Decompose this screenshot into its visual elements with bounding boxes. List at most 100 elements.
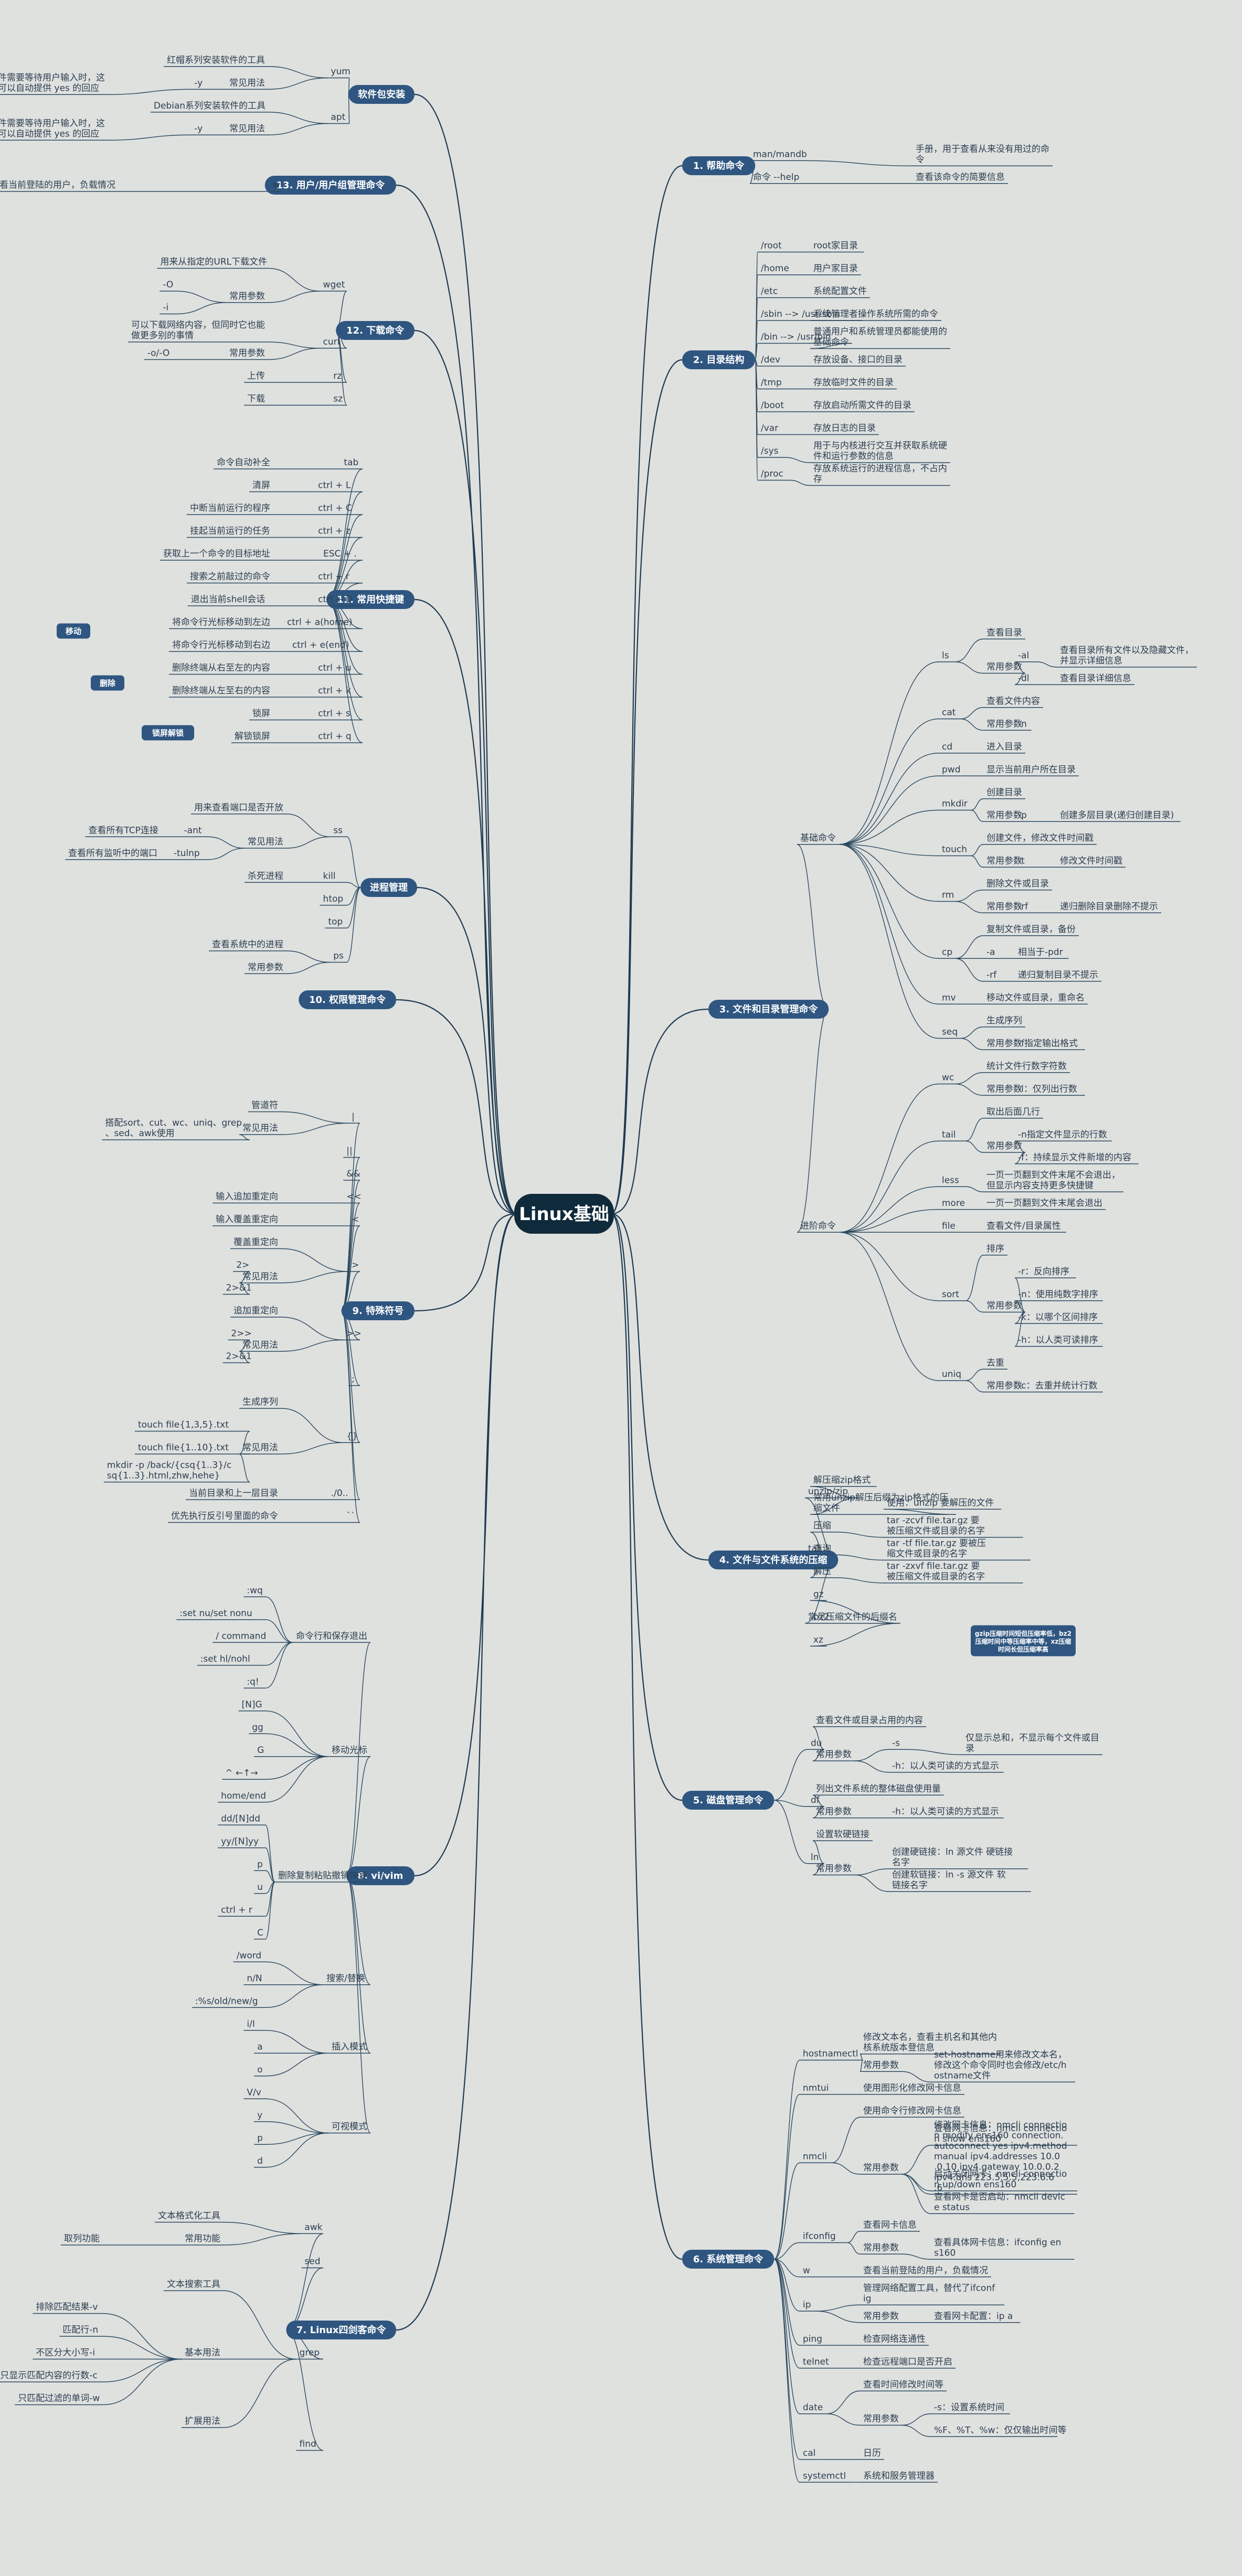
leaf-node: 当前目录和上一层目录 bbox=[186, 1488, 281, 1500]
leaf-node: n/N bbox=[243, 1973, 266, 1985]
node-label: 文本搜索工具 bbox=[167, 2279, 220, 2290]
leaf-node: 中断当前运行的程序 bbox=[187, 503, 273, 515]
node-label: 不区分大小写-i bbox=[36, 2348, 95, 2358]
leaf-node: seq bbox=[939, 1027, 961, 1039]
topic-node[interactable]: 9. 特殊符号 bbox=[341, 1301, 415, 1320]
leaf-node: 取出后面几行 bbox=[983, 1107, 1043, 1119]
branch-node: du bbox=[808, 1738, 824, 1750]
node-label: 扩展用法 bbox=[185, 2416, 220, 2427]
topic-node[interactable]: 5. 磁盘管理命令 bbox=[682, 1791, 774, 1810]
node-label: 搭配sort、cut、wc、uniq、grep bbox=[105, 1118, 242, 1128]
topic-node[interactable]: 12. 下载命令 bbox=[336, 321, 415, 340]
node-label: man/mandb bbox=[753, 149, 807, 159]
node-label: 录 bbox=[965, 1743, 974, 1754]
leaf-node: 只匹配过滤的单词-w bbox=[15, 2393, 103, 2406]
node-label: cal bbox=[803, 2448, 816, 2459]
connector bbox=[207, 848, 245, 860]
node-label: top bbox=[328, 916, 343, 927]
node-label: 可视模式 bbox=[332, 2122, 367, 2132]
branch-node: find bbox=[296, 2439, 323, 2451]
node-label: /etc bbox=[761, 286, 778, 297]
leaf-node: 锁屏 bbox=[249, 709, 273, 721]
topic-node[interactable]: 1. 帮助命令 bbox=[682, 156, 756, 175]
root-connector bbox=[396, 184, 517, 1215]
node-label: mkdir -p /back/{csq{1..3}/c bbox=[107, 1460, 231, 1471]
leaf-node: 常用功能 bbox=[182, 2233, 224, 2246]
leaf-node: /word bbox=[233, 1950, 266, 1962]
node-label: ctrl + e(end) bbox=[292, 640, 349, 650]
node-label: 将命令行光标移动到左边 bbox=[172, 617, 270, 628]
topic-node[interactable]: 进程管理 bbox=[360, 878, 417, 897]
connector bbox=[265, 1756, 329, 1780]
connector bbox=[832, 2117, 861, 2163]
topic-label: 7. Linux四剑客命令 bbox=[296, 2324, 387, 2336]
leaf-node: [N]G bbox=[238, 1699, 266, 1712]
node-label: tar -zcvf file.tar.gz 要 bbox=[887, 1515, 980, 1526]
root-node[interactable]: Linux基础 bbox=[514, 1194, 614, 1234]
node-label: ctrl + u bbox=[318, 663, 352, 674]
connector bbox=[346, 836, 361, 888]
topic-label: 软件包安装 bbox=[358, 89, 405, 100]
topic-node[interactable]: 3. 文件和目录管理命令 bbox=[708, 1000, 829, 1019]
connector bbox=[268, 268, 320, 292]
topic-node[interactable]: 13. 用户/用户组管理命令 bbox=[264, 176, 396, 195]
leaf-node: 常用参数 bbox=[813, 1749, 855, 1761]
leaf-node: 解压 bbox=[810, 1566, 834, 1578]
node-label: 检查远程端口是否开启 bbox=[863, 2357, 952, 2367]
branch-node: ctrl + q bbox=[315, 731, 363, 743]
node-label: 列出文件系统的整体磁盘使用量 bbox=[816, 1783, 941, 1794]
branch-node: w bbox=[270, 180, 281, 192]
leaf-node: -h：以人类可读的方式显示 bbox=[889, 1761, 1004, 1773]
topic-node[interactable]: 8. vi/vim bbox=[346, 1866, 415, 1885]
leaf-node: yy/[N]yy bbox=[218, 1836, 266, 1848]
leaf-node: 2> bbox=[233, 1260, 250, 1272]
node-label: 创建多层目录(递归创建目录) bbox=[1060, 810, 1174, 820]
topic-node[interactable]: 10. 权限管理命令 bbox=[299, 990, 396, 1009]
leaf-node: 启动关闭网卡：nmcli connection up/down ens160 bbox=[931, 2169, 1077, 2192]
connector bbox=[102, 2358, 182, 2382]
connector bbox=[265, 1642, 293, 1666]
connector bbox=[176, 291, 227, 303]
topic-node[interactable]: 4. 文件与文件系统的压缩 bbox=[708, 1551, 838, 1569]
leaf-node: ^ ←↑→ bbox=[222, 1768, 266, 1780]
branch-node: && bbox=[343, 1169, 360, 1181]
node-label: 管道符 bbox=[251, 1100, 278, 1111]
connector bbox=[774, 2259, 800, 2346]
node-label: 修改网卡信息：nmcli connectio bbox=[934, 2120, 1067, 2130]
root-connector bbox=[414, 1213, 517, 1312]
node-label: 排除匹配结果-v bbox=[36, 2302, 98, 2313]
connector bbox=[955, 890, 984, 902]
connector bbox=[810, 1486, 858, 1499]
node-label: -f：持续显示文件新增的内容 bbox=[1018, 1152, 1131, 1163]
leaf-node: 只显示匹配内容的行数-c bbox=[0, 2370, 103, 2382]
topic-node[interactable]: 软件包安装 bbox=[348, 85, 415, 104]
topic-node[interactable]: 6. 系统管理命令 bbox=[682, 2250, 774, 2269]
node-label: apt bbox=[331, 112, 345, 123]
leaf-node: 常见用法 bbox=[239, 1123, 281, 1135]
leaf-node: 2>&1 bbox=[222, 1283, 252, 1295]
leaf-node: 不区分大小写-i bbox=[33, 2348, 103, 2360]
topic-node[interactable]: 2. 目录结构 bbox=[682, 350, 756, 369]
node-label: w bbox=[803, 2265, 810, 2276]
leaf-node: 查看时间修改时间等 bbox=[860, 2379, 947, 2391]
node-label: a bbox=[257, 2041, 262, 2052]
connector bbox=[784, 457, 811, 463]
node-label: nmcli bbox=[803, 2151, 827, 2162]
node-label: 搜索之前敲过的命令 bbox=[190, 572, 270, 582]
topic-node[interactable]: 7. Linux四剑客命令 bbox=[286, 2321, 396, 2339]
node-label: 但显示内容支持更多快捷键 bbox=[986, 1180, 1094, 1191]
leaf-node: 递归删除目录删除不提示 bbox=[1057, 901, 1161, 913]
node-label: nmtui bbox=[803, 2083, 829, 2093]
leaf-node: 递归复制目录不提示 bbox=[1015, 970, 1101, 982]
connector bbox=[774, 1800, 808, 1807]
leaf-node: 常用参数 bbox=[983, 1301, 1025, 1313]
connector bbox=[774, 2259, 800, 2312]
node-label: 查看网卡是否启动：nmcli devic bbox=[934, 2192, 1065, 2202]
leaf-node: -rf bbox=[1015, 901, 1037, 913]
topic-node[interactable]: 11. 常用快捷键 bbox=[326, 590, 415, 609]
leaf-node: 查询 bbox=[810, 1543, 834, 1555]
node-label: systemctl bbox=[803, 2471, 846, 2481]
connector bbox=[265, 1847, 275, 1883]
leaf-node: 命令自动补全 bbox=[214, 457, 273, 469]
